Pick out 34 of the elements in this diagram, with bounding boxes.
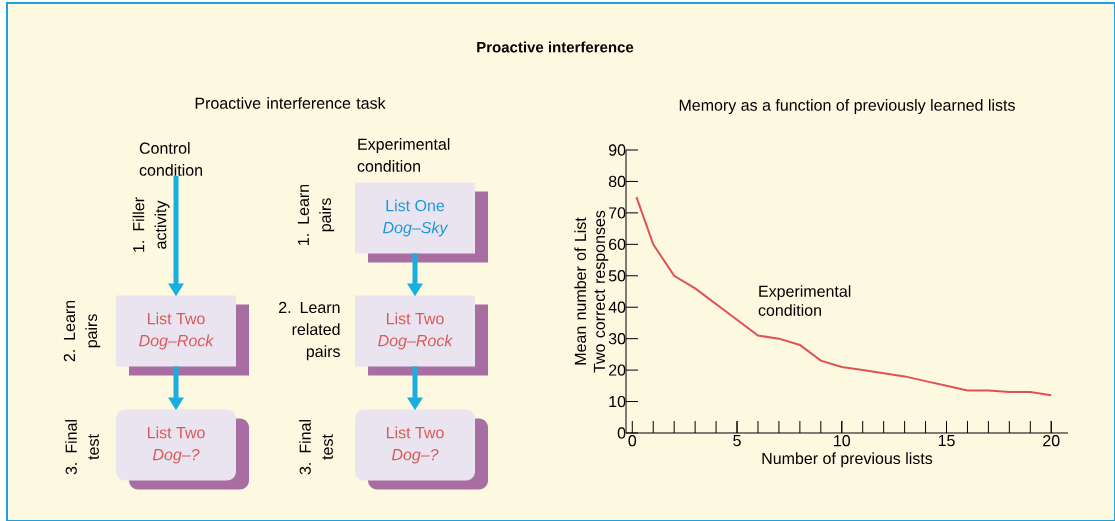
tick-label: 10 bbox=[834, 435, 851, 447]
tick-label: 60 bbox=[609, 238, 626, 250]
list-card: List Two Dog–Rock bbox=[116, 295, 249, 376]
step-label: 3. Final test bbox=[299, 420, 333, 475]
list-card: List Two Dog–Rock bbox=[355, 295, 488, 376]
tick-label: 30 bbox=[608, 333, 626, 345]
tick-label: 10 bbox=[609, 395, 626, 408]
heading-text: Experimental condition bbox=[357, 138, 450, 172]
list-card: List Two Dog–? bbox=[116, 409, 249, 490]
annotation: Experimental condition bbox=[758, 285, 851, 316]
list-card: List Two Dog–? bbox=[355, 409, 488, 490]
tick-label: 0 bbox=[617, 427, 626, 439]
list-card: List One Dog–Sky bbox=[355, 182, 488, 263]
tick-label: 50 bbox=[608, 270, 626, 282]
step-label: 2. Learn related pairs bbox=[279, 301, 340, 361]
step-label: 1. Learn pairs bbox=[297, 184, 335, 245]
tick-label: 5 bbox=[733, 435, 741, 447]
axis-title: Number of previous lists bbox=[762, 452, 933, 468]
edge-label: 1. Filler activity bbox=[132, 197, 170, 252]
tick-label: 80 bbox=[608, 175, 626, 188]
chart-title: Memory as a function of previously learned lists bbox=[679, 99, 1015, 114]
tick-label: 0 bbox=[628, 435, 637, 447]
tick-label: 40 bbox=[608, 301, 626, 313]
tick-label: 20 bbox=[609, 364, 626, 376]
condition-heading: Control condition bbox=[139, 142, 202, 176]
tick-label: 20 bbox=[1043, 435, 1060, 447]
diagram-title: Proactive interference bbox=[477, 41, 634, 53]
tick-label: 15 bbox=[938, 435, 955, 447]
heading-text: Proactive interference task bbox=[195, 97, 386, 109]
step-label: 2. Learn pairs bbox=[63, 300, 101, 362]
tick-label: 70 bbox=[609, 207, 626, 219]
tick-label: 90 bbox=[608, 144, 626, 156]
step-label: 3. Final test bbox=[65, 420, 99, 475]
axis-title: Mean number of List Two correct responses bbox=[574, 210, 609, 373]
